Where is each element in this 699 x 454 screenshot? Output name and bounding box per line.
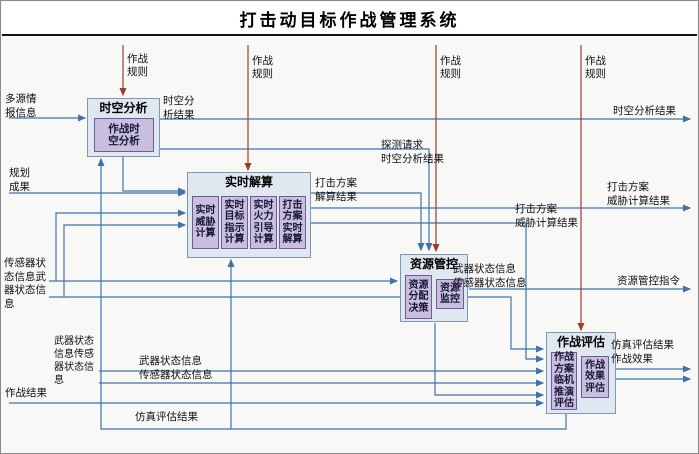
module-realtime-target-indication: 实时目标指示计算 — [221, 196, 248, 249]
block-realtime-solving: 实时解算 实时威胁计算 实时目标指示计算 实时火力引导计算 打击方案实时解算 — [187, 172, 311, 258]
flow-label-weapon-line-2: 武器状态信息 — [139, 355, 202, 367]
rule-label-resource: 作战规则 — [440, 55, 461, 81]
output-label-strike-threat: 打击方案 威胁计算结果 — [607, 181, 670, 208]
rule-label-st: 作战规则 — [127, 53, 148, 79]
diagram-title-bar: 打击动目标作战管理系统 — [2, 2, 697, 36]
flow-label-sim-result: 仿真评估结果 — [135, 411, 198, 423]
flow-label-strike-solution: 打击方案解算结果 — [315, 177, 357, 203]
rule-label-eval: 作战规则 — [585, 55, 606, 81]
output-label-resource-cmd: 资源管控指令 — [617, 275, 680, 287]
block-title-resource: 资源管控 — [409, 257, 458, 271]
flow-label-sensor-line-2: 传感器状态信息 — [139, 368, 213, 381]
output-label-strike-plan-line: 打击方案 — [607, 181, 649, 193]
output-label-st-result: 时空分析结果 — [613, 105, 676, 117]
block-title-eval: 作战评估 — [556, 335, 605, 349]
flow-label-weapon-sensor-mid: 武器状态信息 传感器状态信息 — [453, 263, 527, 290]
output-label-sim-effect: 仿真评估结果 作战效果 — [611, 339, 674, 366]
module-effect-eval: 作战效果评估 — [581, 356, 609, 398]
flow-label-weapon-sensor-bottom: 武器状态信息 传感器状态信息 — [139, 355, 213, 382]
block-combat-evaluation: 作战评估 作战方案临机推演评估 作战效果评估 — [546, 332, 616, 414]
input-label-sensor-2: 传感器状态信息 — [54, 349, 94, 386]
flow-weapon-to-eval — [49, 296, 545, 353]
flow-label-detect-request: 探测请求 时空分析结果 — [381, 139, 444, 166]
flow-label-weapon-line: 武器状态信息 — [453, 263, 516, 275]
output-label-effect-line: 作战效果 — [611, 352, 653, 365]
input-label-sensor-weapon: 传感器状态信息武器状态信息 — [4, 257, 51, 312]
flow-resource-to-eval — [434, 323, 545, 399]
block-title-realtime: 实时解算 — [224, 175, 273, 189]
input-label-combat-result: 作战结果 — [5, 387, 47, 399]
flow-label-threat-calc-line: 威胁计算结果 — [515, 216, 578, 229]
rule-label-realtime: 作战规则 — [252, 55, 273, 81]
flow-label-strike-threat-mid: 打击方案 威胁计算结果 — [515, 203, 578, 230]
output-label-threat-calc-line: 威胁计算结果 — [607, 194, 670, 207]
module-realtime-fire-guidance: 实时火力引导计算 — [250, 196, 277, 249]
flow-label-detect-req-line: 探测请求 — [381, 139, 423, 151]
module-strike-plan-realtime-solve: 打击方案实时解算 — [279, 196, 306, 249]
flow-weapon-to-realtime — [63, 221, 187, 297]
flow-label-st-result-line: 时空分析结果 — [381, 152, 444, 165]
input-label-intel: 多源情报信息 — [5, 93, 37, 119]
module-plan-rehearsal-eval: 作战方案临机推演评估 — [551, 352, 577, 410]
block-resource-control: 资源管控 资源分配决策 资源监控 — [400, 254, 468, 322]
module-realtime-threat-calc: 实时威胁计算 — [192, 196, 219, 249]
flow-st-to-realtime — [122, 157, 187, 195]
block-title-st: 时空分析 — [99, 101, 148, 115]
module-resource-allocation: 资源分配决策 — [405, 275, 432, 319]
input-label-weapon-sensor: 武器状态信息传感器状态信息 — [54, 335, 96, 387]
output-label-sim-result-line: 仿真评估结果 — [611, 339, 674, 351]
module-combat-st-analysis: 作战时空分析 — [94, 118, 154, 152]
flow-label-strike-plan-line: 打击方案 — [515, 203, 557, 215]
block-spatiotemporal-analysis: 时空分析 作战时空分析 — [87, 98, 160, 157]
page-title: 打击动目标作战管理系统 — [239, 10, 460, 31]
input-label-planning: 规划成果 — [9, 167, 30, 193]
flow-label-sensor-line: 传感器状态信息 — [453, 276, 527, 289]
input-label-weapon-2: 武器状态信息 — [54, 336, 94, 360]
input-label-weapon: 武器状态信息 — [4, 270, 46, 310]
module-resource-monitoring: 资源监控 — [436, 279, 464, 309]
input-label-sensor: 传感器状态信息 — [4, 257, 46, 283]
flow-label-st-result: 时空分析结果 — [163, 95, 195, 121]
flow-sensor-to-realtime — [55, 209, 187, 281]
